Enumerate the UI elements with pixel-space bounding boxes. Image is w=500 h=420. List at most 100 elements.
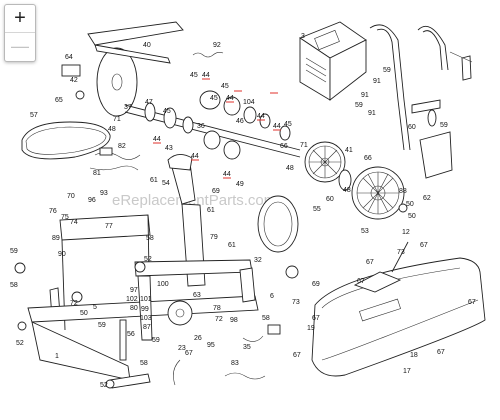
part-label-48[interactable]: 48 — [286, 165, 294, 172]
part-label-49[interactable]: 49 — [236, 181, 244, 188]
part-label-67[interactable]: 67 — [293, 352, 301, 359]
part-label-67[interactable]: 67 — [312, 315, 320, 322]
part-label-81[interactable]: 81 — [93, 170, 101, 177]
part-label-52[interactable]: 52 — [16, 340, 24, 347]
part-label-59[interactable]: 59 — [440, 122, 448, 129]
part-label-61[interactable]: 61 — [207, 207, 215, 214]
part-label-69[interactable]: 69 — [212, 188, 220, 195]
part-label-19[interactable]: 19 — [307, 325, 315, 332]
part-label-96[interactable]: 96 — [88, 197, 96, 204]
part-label-66[interactable]: 66 — [280, 143, 288, 150]
part-label-45[interactable]: 45 — [163, 108, 171, 115]
part-label-3[interactable]: 3 — [301, 33, 305, 40]
part-label-76[interactable]: 76 — [49, 208, 57, 215]
part-label-61[interactable]: 61 — [228, 242, 236, 249]
part-label-75[interactable]: 75 — [61, 214, 69, 221]
part-label-90[interactable]: 90 — [58, 251, 66, 258]
part-label-48[interactable]: 48 — [343, 187, 351, 194]
part-label-53[interactable]: 53 — [361, 228, 369, 235]
part-label-44[interactable]: 44 — [257, 113, 265, 120]
part-label-67[interactable]: 67 — [437, 349, 445, 356]
part-label-67[interactable]: 67 — [185, 350, 193, 357]
part-label-52[interactable]: 52 — [144, 256, 152, 263]
part-label-58[interactable]: 58 — [140, 360, 148, 367]
part-label-50[interactable]: 50 — [406, 201, 414, 208]
part-label-64[interactable]: 64 — [65, 54, 73, 61]
part-label-60[interactable]: 60 — [408, 124, 416, 131]
part-label-93[interactable]: 93 — [100, 190, 108, 197]
part-label-65[interactable]: 65 — [55, 97, 63, 104]
part-label-59[interactable]: 59 — [152, 337, 160, 344]
part-label-66[interactable]: 66 — [364, 155, 372, 162]
part-label-5[interactable]: 5 — [93, 304, 97, 311]
part-label-48[interactable]: 48 — [108, 126, 116, 133]
part-label-44[interactable]: 44 — [191, 153, 199, 160]
part-label-58[interactable]: 58 — [262, 315, 270, 322]
part-label-73[interactable]: 73 — [397, 249, 405, 256]
part-label-97[interactable]: 97 — [130, 287, 138, 294]
part-label-52[interactable]: 52 — [100, 382, 108, 389]
part-label-57[interactable]: 57 — [30, 112, 38, 119]
part-label-54[interactable]: 54 — [162, 180, 170, 187]
part-label-91[interactable]: 91 — [368, 110, 376, 117]
part-label-82[interactable]: 82 — [118, 143, 126, 150]
part-label-45[interactable]: 45 — [221, 83, 229, 90]
part-label-89[interactable]: 89 — [52, 235, 60, 242]
part-label-91[interactable]: 91 — [361, 92, 369, 99]
part-label-80[interactable]: 80 — [130, 305, 138, 312]
part-label-18[interactable]: 18 — [410, 352, 418, 359]
part-label-6[interactable]: 6 — [270, 293, 274, 300]
part-label-67[interactable]: 67 — [420, 242, 428, 249]
part-label-62[interactable]: 62 — [423, 195, 431, 202]
part-label-72[interactable]: 72 — [215, 316, 223, 323]
part-label-95[interactable]: 95 — [207, 342, 215, 349]
part-label-45[interactable]: 45 — [210, 95, 218, 102]
part-label-99[interactable]: 99 — [141, 306, 149, 313]
part-label-102[interactable]: 102 — [126, 296, 138, 303]
part-label-58[interactable]: 58 — [10, 282, 18, 289]
part-label-1[interactable]: 1 — [55, 353, 59, 360]
part-label-91[interactable]: 91 — [373, 78, 381, 85]
part-label-44[interactable]: 44 — [273, 123, 281, 130]
part-label-26[interactable]: 26 — [194, 335, 202, 342]
part-label-71[interactable]: 71 — [300, 142, 308, 149]
part-label-46[interactable]: 46 — [236, 118, 244, 125]
part-label-44[interactable]: 44 — [153, 136, 161, 143]
part-label-47[interactable]: 47 — [145, 99, 153, 106]
part-label-59[interactable]: 59 — [383, 67, 391, 74]
part-label-44[interactable]: 44 — [226, 95, 234, 102]
part-label-23[interactable]: 23 — [178, 345, 186, 352]
part-label-101[interactable]: 101 — [140, 296, 152, 303]
part-label-73[interactable]: 73 — [292, 299, 300, 306]
part-label-45[interactable]: 45 — [284, 121, 292, 128]
part-label-83[interactable]: 83 — [231, 360, 239, 367]
zoom-in-button[interactable]: + — [14, 7, 26, 29]
part-label-79[interactable]: 79 — [210, 234, 218, 241]
part-label-103[interactable]: 103 — [140, 315, 152, 322]
part-label-58[interactable]: 58 — [146, 235, 154, 242]
part-label-43[interactable]: 43 — [165, 145, 173, 152]
part-label-67[interactable]: 67 — [468, 299, 476, 306]
part-label-32[interactable]: 32 — [254, 257, 262, 264]
part-label-74[interactable]: 74 — [70, 219, 78, 226]
part-label-72[interactable]: 72 — [70, 300, 78, 307]
part-label-42[interactable]: 42 — [70, 77, 78, 84]
part-label-87[interactable]: 87 — [143, 324, 151, 331]
part-label-56[interactable]: 56 — [127, 331, 135, 338]
part-label-36[interactable]: 36 — [197, 123, 205, 130]
part-label-104[interactable]: 104 — [243, 99, 255, 106]
part-label-40[interactable]: 40 — [143, 42, 151, 49]
part-label-55[interactable]: 55 — [313, 206, 321, 213]
part-label-100[interactable]: 100 — [157, 281, 169, 288]
part-label-63[interactable]: 63 — [193, 292, 201, 299]
part-label-70[interactable]: 70 — [67, 193, 75, 200]
part-label-50[interactable]: 50 — [408, 213, 416, 220]
part-label-45[interactable]: 45 — [190, 72, 198, 79]
part-label-69[interactable]: 69 — [312, 281, 320, 288]
part-label-78[interactable]: 78 — [213, 305, 221, 312]
part-label-41[interactable]: 41 — [345, 147, 353, 154]
part-label-77[interactable]: 77 — [105, 223, 113, 230]
part-label-17[interactable]: 17 — [403, 368, 411, 375]
part-label-67[interactable]: 67 — [357, 278, 365, 285]
